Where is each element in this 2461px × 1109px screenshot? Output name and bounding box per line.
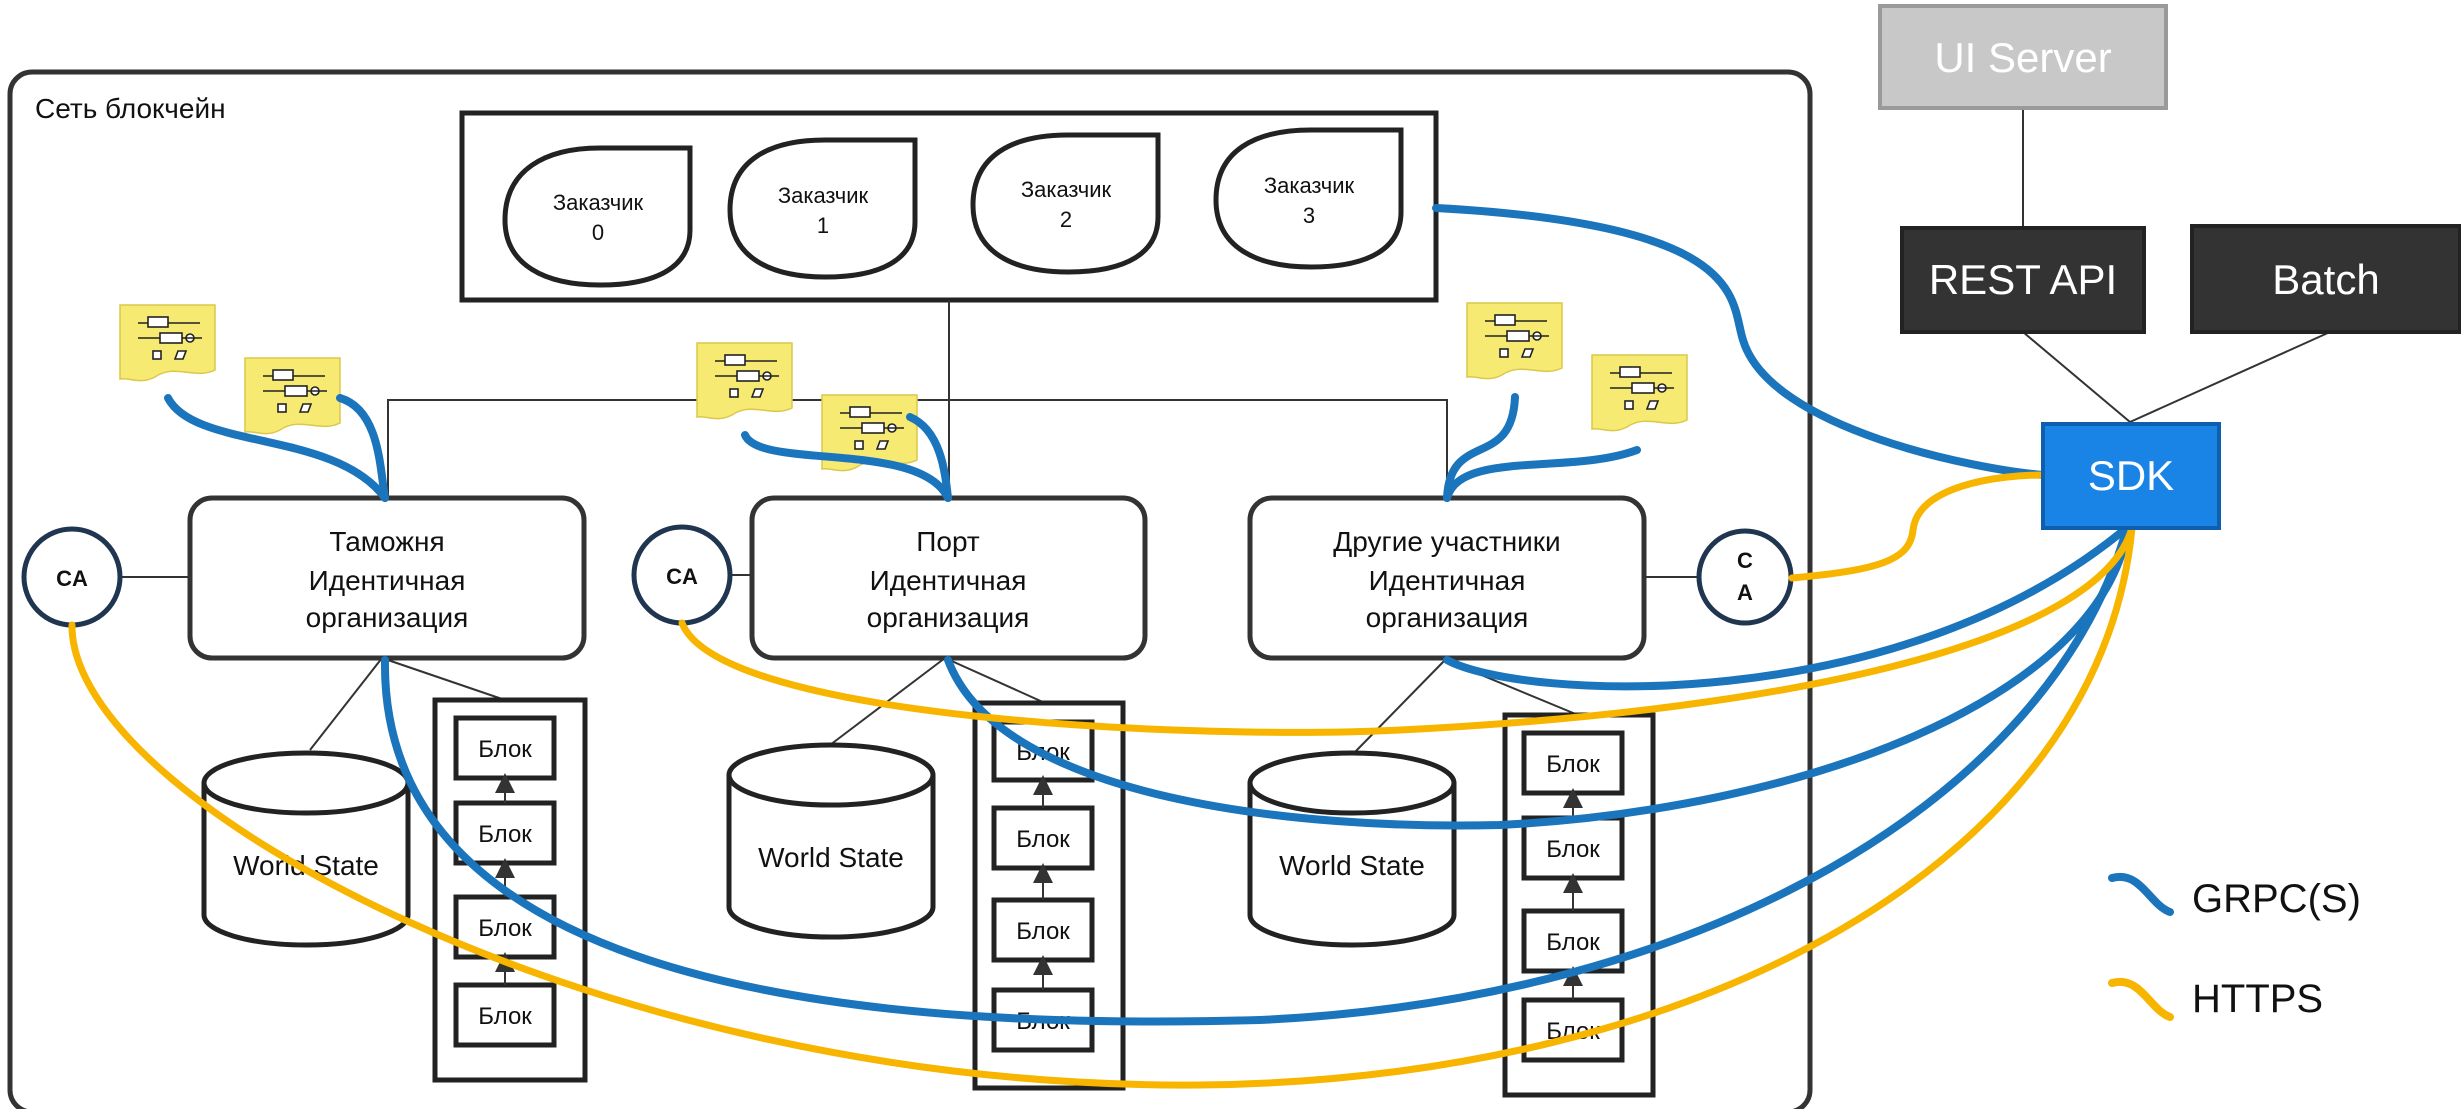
ca-connectors [120, 574, 1700, 578]
svg-text:организация: организация [306, 602, 469, 633]
svg-text:Блок: Блок [478, 736, 532, 763]
svg-text:0: 0 [592, 220, 604, 245]
svg-text:A: A [1737, 580, 1753, 605]
svg-text:CA: CA [56, 566, 88, 591]
orderer-3: Заказчик 3 [1213, 127, 1404, 270]
svg-text:Блок: Блок [1016, 918, 1070, 945]
svg-text:3: 3 [1303, 203, 1315, 228]
ca-others: C A [1696, 528, 1794, 626]
svg-text:World State: World State [233, 850, 379, 881]
orderer-0: Заказчик 0 [502, 145, 693, 288]
svg-text:Таможня: Таможня [329, 526, 444, 557]
ca-port: CA [631, 524, 733, 626]
svg-text:World State: World State [758, 842, 904, 873]
chaincode-icon [244, 357, 341, 435]
block [453, 982, 557, 1048]
chain-others: Блок Блок Блок Блок [1502, 712, 1656, 1098]
svg-text:Блок: Блок [1016, 826, 1070, 853]
svg-text:REST API: REST API [1929, 256, 2117, 303]
svg-text:CA: CA [666, 564, 698, 589]
svg-text:Заказчик: Заказчик [1264, 173, 1355, 198]
ca-customs: CA [21, 526, 123, 628]
https-links [68, 471, 2136, 1089]
orderer-2: Заказчик 2 [970, 132, 1161, 275]
network-label: Сеть блокчейн [35, 93, 226, 124]
svg-text:GRPC(S): GRPC(S) [2192, 877, 2361, 921]
sdk-box: SDK [2041, 422, 2221, 530]
svg-text:Заказчик: Заказчик [778, 183, 869, 208]
svg-text:World State: World State [1279, 850, 1425, 881]
svg-text:Блок: Блок [1546, 836, 1600, 863]
chain-customs: Блок Блок Блок Блок [432, 697, 588, 1083]
svg-text:2: 2 [1060, 207, 1072, 232]
world-state-others: World State [1247, 750, 1457, 948]
chaincode-icon [1591, 354, 1688, 432]
svg-text:Идентичная: Идентичная [309, 565, 466, 596]
org-port: Порт Идентичная организация [749, 495, 1148, 661]
legend-https-swatch [2108, 977, 2174, 1021]
rest-api-box: REST API [1900, 226, 2146, 334]
orderer-1: Заказчик 1 [727, 137, 918, 280]
chaincode-icon [696, 342, 793, 420]
svg-text:организация: организация [867, 602, 1030, 633]
block [1521, 730, 1625, 796]
svg-text:UI Server: UI Server [1934, 34, 2111, 81]
svg-text:Batch: Batch [2272, 256, 2379, 303]
network-container [7, 69, 1813, 1109]
svg-text:Другие участники: Другие участники [1333, 526, 1560, 557]
svg-text:Заказчик: Заказчик [1021, 177, 1112, 202]
chaincode-icon [119, 304, 216, 382]
svg-text:Блок: Блок [478, 821, 532, 848]
app-connectors [2022, 108, 2331, 423]
block [453, 800, 557, 866]
org-customs: Таможня Идентичная организация [187, 495, 587, 661]
world-state-port: World State [726, 742, 936, 940]
svg-text:HTTPS: HTTPS [2192, 977, 2323, 1021]
batch-box: Batch [2190, 224, 2461, 334]
chaincode-icon [1466, 302, 1563, 380]
org-others: Другие участники Идентичная организация [1247, 495, 1647, 661]
legend-grpc-swatch [2108, 872, 2174, 916]
svg-text:1: 1 [817, 213, 829, 238]
grpc-links [164, 204, 2134, 1026]
world-state-customs: World State [201, 750, 411, 948]
svg-text:Блок: Блок [478, 1003, 532, 1030]
svg-text:SDK: SDK [2088, 452, 2174, 499]
svg-text:C: C [1737, 548, 1753, 573]
svg-text:Заказчик: Заказчик [553, 190, 644, 215]
svg-text:Блок: Блок [1546, 751, 1600, 778]
svg-text:Блок: Блок [1546, 929, 1600, 956]
svg-text:Блок: Блок [478, 915, 532, 942]
svg-text:организация: организация [1366, 602, 1529, 633]
legend: GRPC(S) HTTPS [2108, 872, 2361, 1021]
svg-text:Идентичная: Идентичная [1369, 565, 1526, 596]
svg-text:Порт: Порт [916, 526, 980, 557]
ui-server-box: UI Server [1878, 4, 2168, 110]
chaincode-icon [821, 394, 918, 472]
svg-text:Идентичная: Идентичная [870, 565, 1027, 596]
